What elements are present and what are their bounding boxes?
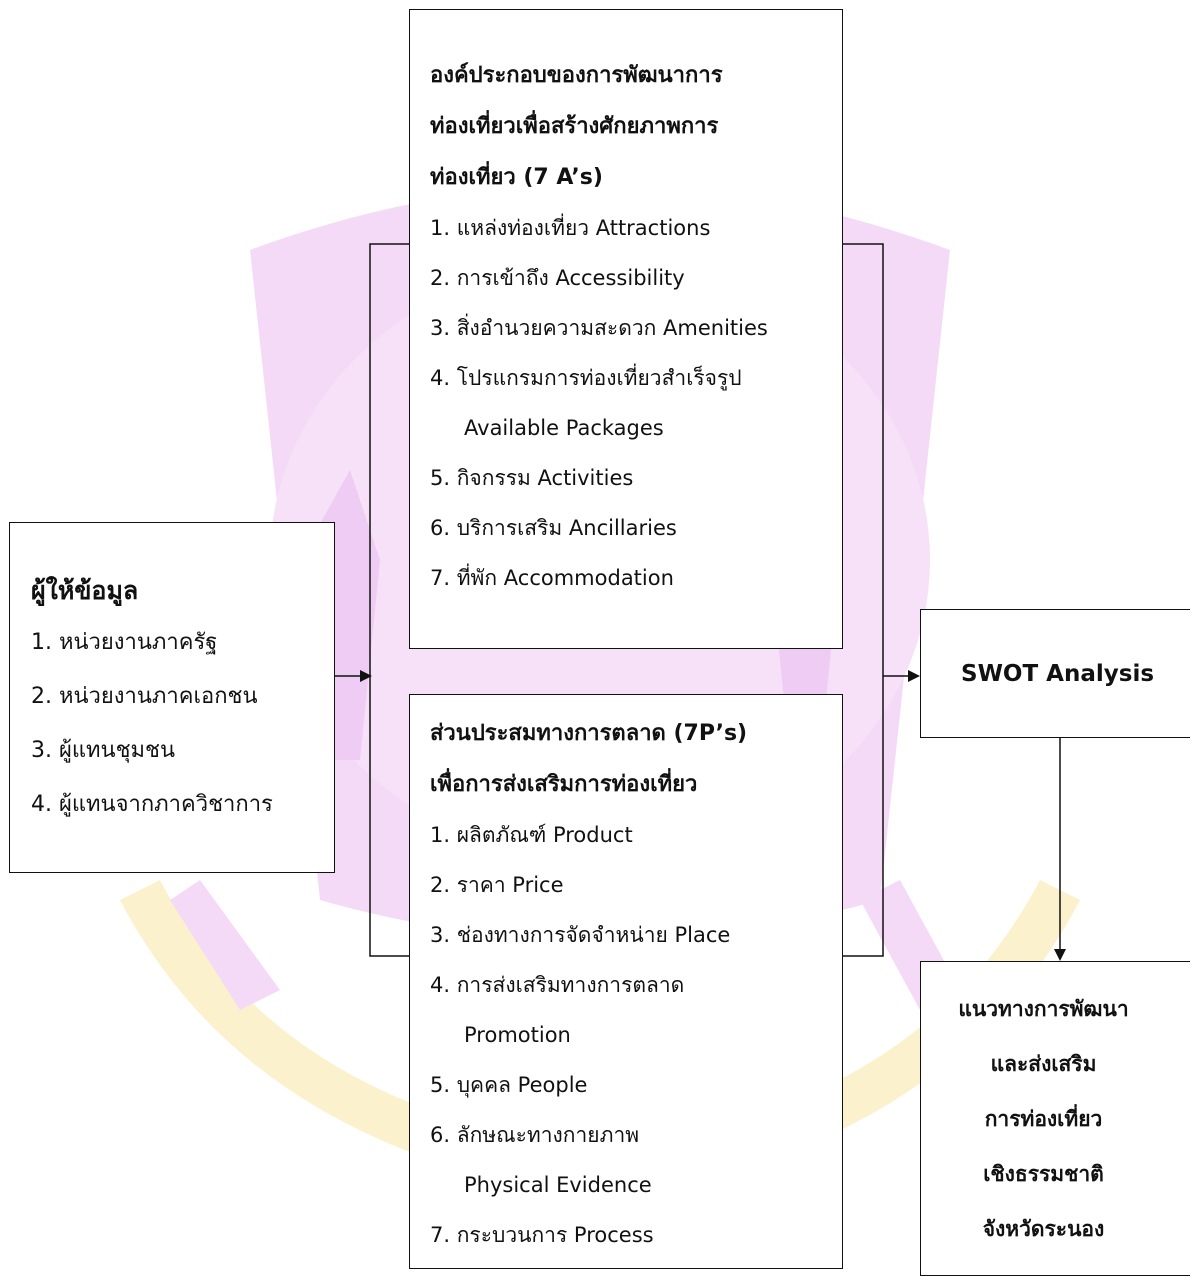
guideline-title-line-2: และส่งเสริม [990,1052,1097,1076]
components-item-packages-english: Available Packages [464,416,664,440]
marketing-title-line-1: ส่วนประสมทางการตลาด (7P’s) [430,721,748,746]
marketing-item-place: 3. ช่องทางการจัดจำหน่าย Place [430,923,731,947]
informants-title: ผู้ให้ข้อมูล [31,576,139,605]
swot-title: SWOT Analysis [961,660,1155,687]
components-item-packages: 4. โปรแกรมการท่องเที่ยวสำเร็จรูป [430,366,742,390]
marketing-item-product: 1. ผลิตภัณฑ์ Product [430,823,633,847]
components-item-accessibility: 2. การเข้าถึง Accessibility [430,266,685,290]
components-title-line-3: ท่องเที่ยว (7 A’s) [430,165,603,190]
guideline-title-line-4: เชิงธรรมชาติ [983,1162,1104,1186]
swot-analysis-box: SWOT Analysis [920,609,1190,738]
marketing-item-promotion: 4. การส่งเสริมทางการตลาด [430,973,685,997]
development-guideline-box: แนวทางการพัฒนา และส่งเสริม การท่องเที่ยว… [920,961,1190,1276]
guideline-title-line-5: จังหวัดระนอง [982,1217,1105,1241]
informants-item-government: 1. หน่วยงานภาครัฐ [31,630,218,655]
components-item-attractions: 1. แหล่งท่องเที่ยว Attractions [430,216,711,240]
guideline-title-line-3: การท่องเที่ยว [984,1107,1103,1131]
marketing-item-physical-evidence: 6. ลักษณะทางกายภาพ [430,1123,640,1147]
components-item-ancillaries: 6. บริการเสริม Ancillaries [430,516,677,540]
components-title-line-2: ท่องเที่ยวเพื่อสร้างศักยภาพการ [430,114,719,139]
informants-box: ผู้ให้ข้อมูล 1. หน่วยงานภาครัฐ 2. หน่วยง… [9,522,335,873]
marketing-item-physical-evidence-english: Physical Evidence [464,1173,652,1197]
marketing-item-process: 7. กระบวนการ Process [430,1223,654,1247]
marketing-mix-box: ส่วนประสมทางการตลาด (7P’s) เพื่อการส่งเส… [409,694,843,1269]
marketing-item-price: 2. ราคา Price [430,873,564,897]
marketing-item-promotion-english: Promotion [464,1023,571,1047]
guideline-title-line-1: แนวทางการพัฒนา [958,997,1129,1021]
components-item-amenities: 3. สิ่งอำนวยความสะดวก Amenities [430,316,768,340]
informants-item-community: 3. ผู้แทนชุมชน [31,738,175,763]
marketing-item-people: 5. บุคคล People [430,1073,588,1097]
components-item-accommodation: 7. ที่พัก Accommodation [430,566,674,590]
components-item-activities: 5. กิจกรรม Activities [430,466,634,490]
informants-item-academic: 4. ผู้แทนจากภาควิชาการ [31,792,273,817]
tourism-components-box: องค์ประกอบของการพัฒนาการ ท่องเที่ยวเพื่อ… [409,9,843,649]
components-title-line-1: องค์ประกอบของการพัฒนาการ [430,63,723,88]
informants-item-private-sector: 2. หน่วยงานภาคเอกชน [31,684,258,709]
marketing-title-line-2: เพื่อการส่งเสริมการท่องเที่ยว [430,772,698,797]
